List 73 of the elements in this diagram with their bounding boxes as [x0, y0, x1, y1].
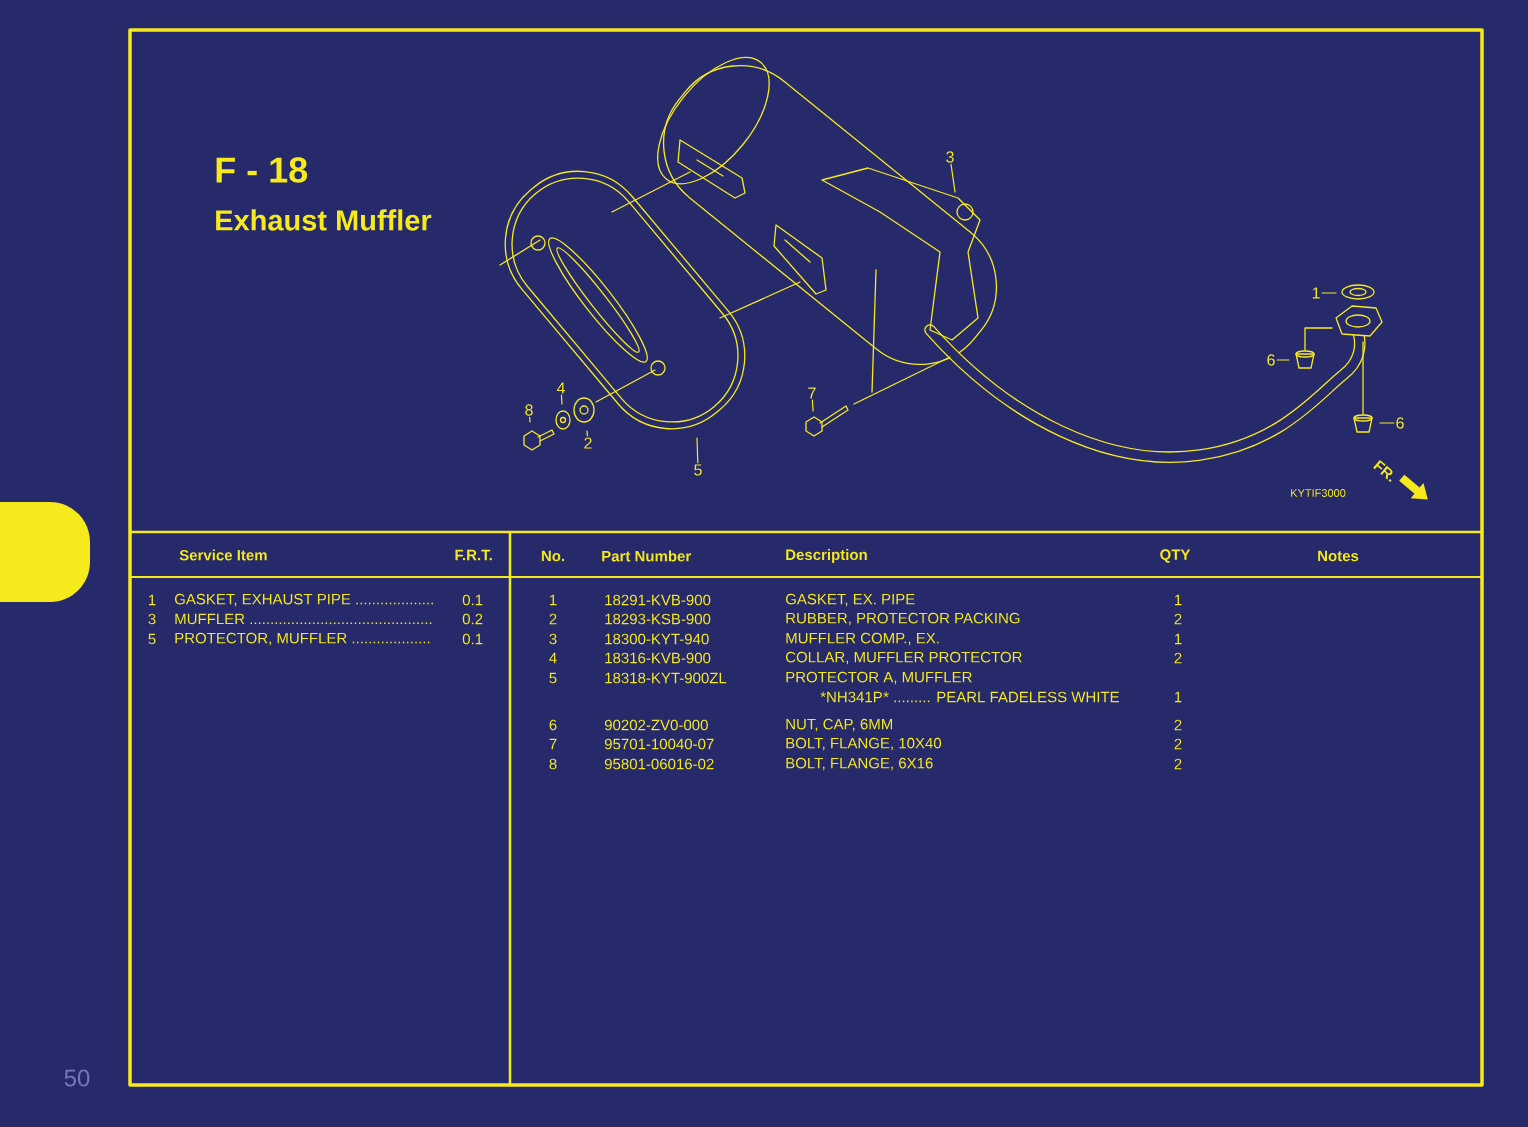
callout-number: 7 — [808, 387, 816, 399]
leader-line — [529, 416, 531, 423]
table-cell: 18293-KSB-900 — [605, 613, 711, 625]
callout-number: 5 — [694, 464, 702, 476]
table-header: QTY — [1160, 549, 1191, 563]
table-cell: 8 — [549, 758, 557, 770]
table-cell: GASKET, EXHAUST PIPE ................... — [174, 593, 433, 607]
table-cell: 1 — [1175, 691, 1182, 703]
table-cell: 2 — [1174, 758, 1182, 770]
table-cell: GASKET, EX. PIPE — [785, 593, 915, 607]
leader-line — [560, 394, 563, 405]
leader-line — [1379, 422, 1395, 424]
callout-number: 1 — [1312, 287, 1320, 299]
callout-number: 2 — [584, 437, 592, 449]
title: Exhaust Muffler — [216, 209, 432, 231]
table-header: Part Number — [602, 550, 691, 562]
leader-line — [1276, 359, 1290, 361]
table-cell: 2 — [1174, 652, 1182, 664]
table-cell: *NH341P — [820, 691, 882, 703]
table-cell: 7 — [549, 738, 557, 750]
page-number: 50 — [64, 1069, 90, 1087]
table-cell: MUFFLER COMP., EX. — [786, 632, 939, 646]
table-cell: 1 — [1175, 633, 1182, 645]
table-cell: 0.2 — [462, 613, 483, 625]
table-header: Service Item — [179, 549, 267, 561]
table-cell: 1 — [550, 594, 557, 606]
table-cell: RUBBER, PROTECTOR PACKING — [786, 612, 1020, 626]
table-cell: 1 — [149, 594, 156, 606]
leader-line — [950, 163, 956, 193]
table-cell: 90202-ZV0-000 — [604, 719, 708, 731]
table-cell: PROTECTOR, MUFFLER ................... — [175, 632, 430, 646]
callout-number: 4 — [556, 382, 565, 394]
direction-label: FR. — [1373, 459, 1393, 483]
table-cell: 1 — [1175, 594, 1182, 606]
table-cell: 0.1 — [462, 633, 483, 645]
table-header: Description — [786, 549, 867, 563]
table-cell: 5 — [549, 672, 557, 684]
page-code: F - 18 — [216, 157, 308, 183]
leader-line — [696, 437, 699, 464]
table-cell: 95801-06016-02 — [604, 758, 714, 770]
table-cell: 6 — [549, 719, 557, 731]
callout-number: 3 — [946, 151, 954, 163]
callout-number: 8 — [525, 404, 533, 416]
leader-line — [586, 430, 588, 437]
table-cell: MUFFLER ............................................ — [175, 613, 432, 625]
table-cell: 0.1 — [462, 594, 483, 606]
table-cell: 4 — [549, 652, 557, 664]
table-cell: PROTECTOR A, MUFFLER — [786, 671, 972, 685]
table-cell: 18316-KVB-900 — [605, 652, 711, 664]
table-cell: 3 — [148, 613, 156, 625]
table-header: F.R.T. — [455, 549, 492, 561]
table-header: Notes — [1318, 550, 1359, 562]
table-cell: 3 — [549, 633, 557, 645]
table-cell: 18291-KVB-900 — [605, 594, 711, 606]
figure-code: KYTIF3000 — [1291, 489, 1346, 497]
callout-number: 6 — [1396, 417, 1404, 429]
table-cell: 18318-KYT-900ZL — [605, 672, 727, 684]
table-cell: COLLAR, MUFFLER PROTECTOR — [786, 651, 1022, 665]
callout-number: 6 — [1267, 354, 1275, 366]
table-cell: 5 — [148, 633, 156, 645]
table-cell: 2 — [1174, 719, 1182, 731]
table-cell: BOLT, FLANGE, 6X16 — [786, 757, 933, 771]
table-cell: BOLT, FLANGE, 10X40 — [786, 737, 942, 751]
table-cell: 2 — [1174, 738, 1182, 750]
table-cell: NUT, CAP, 6MM — [786, 718, 893, 732]
table-header: No. — [541, 550, 565, 562]
table-cell: 2 — [549, 613, 557, 625]
table-cell: * ......... PEARL FADELESS WHITE — [883, 691, 1119, 703]
table-cell: 18300-KYT-940 — [605, 633, 709, 645]
leader-line — [811, 399, 814, 412]
table-cell: 2 — [1174, 613, 1182, 625]
table-cell: 95701-10040-07 — [604, 738, 714, 750]
leader-line — [1321, 292, 1337, 294]
